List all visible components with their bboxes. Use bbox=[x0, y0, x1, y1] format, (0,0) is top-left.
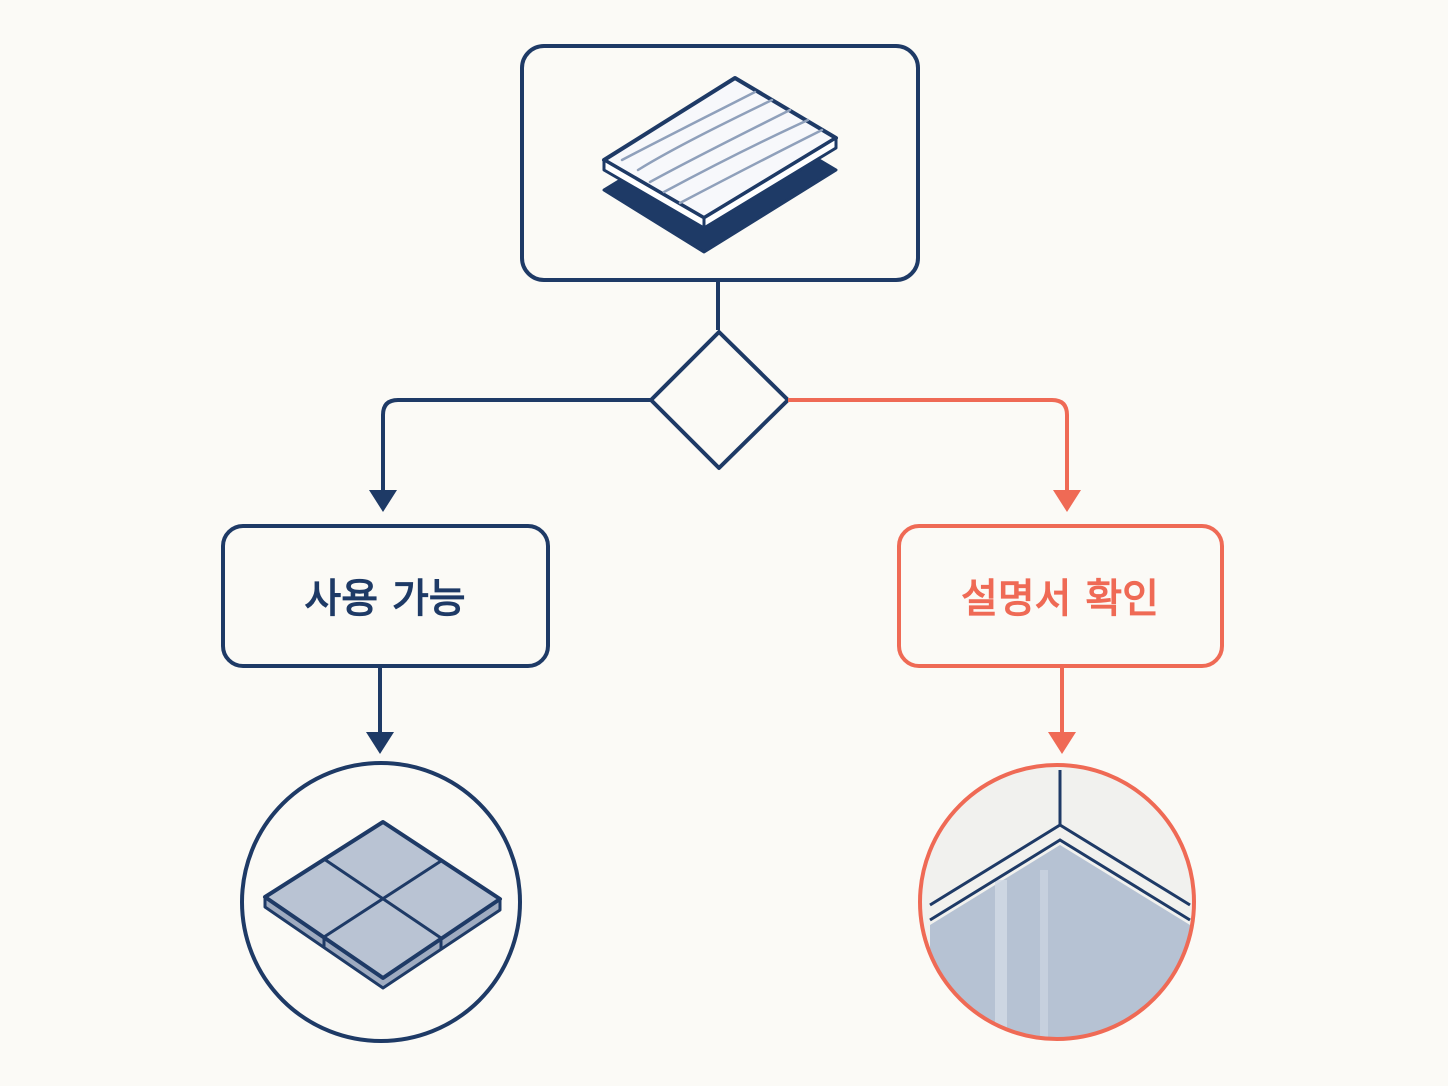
floor-tiles-icon bbox=[263, 820, 502, 990]
decision-diamond bbox=[649, 330, 790, 470]
right-result-circle bbox=[918, 763, 1196, 1041]
left-down-arrow bbox=[366, 668, 394, 754]
left-node: 사용 가능 bbox=[221, 524, 550, 668]
right-branch-arrow bbox=[788, 398, 1081, 512]
left-result bbox=[240, 761, 522, 1043]
right-down-arrow bbox=[1048, 668, 1076, 754]
right-node: 설명서 확인 bbox=[897, 524, 1224, 668]
left-label: 사용 가능 bbox=[304, 576, 465, 622]
right-label: 설명서 확인 bbox=[961, 576, 1159, 622]
right-result bbox=[918, 763, 1196, 1041]
wall-floor-corner-icon bbox=[920, 765, 1194, 1039]
left-branch-arrow bbox=[369, 398, 651, 512]
source-node bbox=[520, 44, 920, 330]
right-box bbox=[897, 524, 1224, 668]
left-box bbox=[221, 524, 550, 668]
laminate-board-icon bbox=[602, 76, 838, 254]
